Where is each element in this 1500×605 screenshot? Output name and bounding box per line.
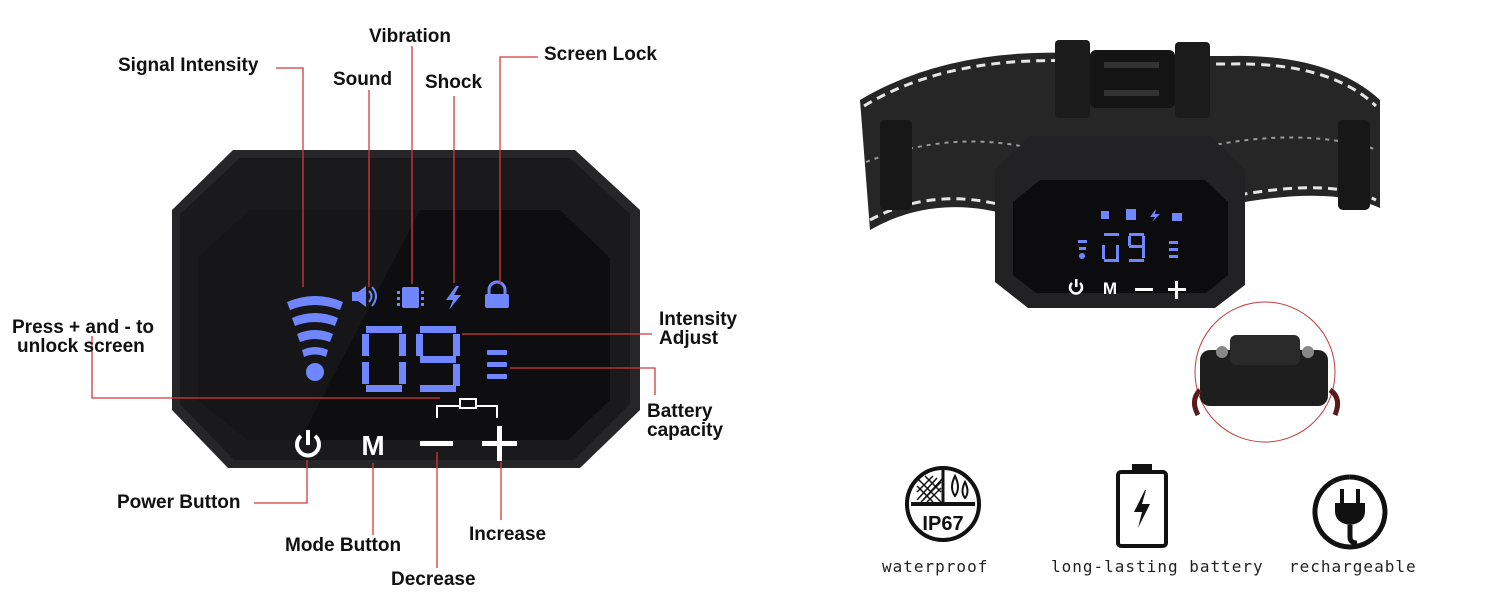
collar-buckle bbox=[1055, 40, 1210, 118]
svg-text:M: M bbox=[1103, 279, 1117, 298]
lock-icon bbox=[485, 280, 509, 308]
strap-keeper-right bbox=[1338, 120, 1370, 210]
long-lasting-battery-label: long-lasting battery bbox=[1051, 557, 1264, 576]
device-body bbox=[172, 150, 640, 468]
mode-button[interactable]: M bbox=[361, 430, 384, 461]
shock-icon bbox=[446, 286, 461, 310]
vibration-label: Vibration bbox=[369, 26, 451, 47]
screen-lock-label: Screen Lock bbox=[544, 44, 657, 65]
receiver-bottom-detail bbox=[1192, 301, 1341, 443]
waterproof-icon: IP67 bbox=[905, 466, 981, 542]
signal-icon bbox=[287, 296, 343, 381]
sound-icon bbox=[352, 286, 377, 307]
sound-label: Sound bbox=[333, 69, 393, 90]
decrease-button[interactable] bbox=[420, 441, 453, 446]
press-unlock-label-line2: unlock screen bbox=[17, 336, 145, 357]
unlock-combo-icon bbox=[436, 398, 498, 418]
battery-capacity-label-line2: capacity bbox=[647, 420, 724, 441]
vibration-icon bbox=[397, 287, 424, 308]
collar-image: M bbox=[860, 40, 1380, 443]
shock-label: Shock bbox=[425, 72, 483, 93]
device-diagram: M bbox=[91, 46, 656, 568]
power-button[interactable] bbox=[295, 430, 321, 458]
battery-bars bbox=[487, 350, 507, 379]
decrease-label: Decrease bbox=[391, 569, 476, 590]
press-unlock-label-line1: Press + and - to bbox=[12, 317, 155, 338]
intensity-adjust-label-line2: Adjust bbox=[659, 328, 719, 349]
intensity-adjust-label-line1: Intensity bbox=[659, 309, 738, 330]
mode-button-label: Mode Button bbox=[285, 535, 402, 556]
waterproof-badge-text: IP67 bbox=[922, 513, 963, 535]
signal-intensity-label: Signal Intensity bbox=[118, 55, 259, 76]
plug-icon bbox=[1312, 474, 1388, 550]
battery-capacity-label-line1: Battery bbox=[647, 401, 713, 422]
callout-lines bbox=[91, 46, 656, 568]
increase-label: Increase bbox=[469, 524, 547, 545]
waterproof-label: waterproof bbox=[882, 557, 989, 576]
increase-button[interactable] bbox=[482, 426, 517, 461]
strap-keeper-left bbox=[880, 120, 912, 210]
collar-receiver: M bbox=[995, 136, 1245, 308]
intensity-digits bbox=[362, 326, 460, 392]
rechargeable-label: rechargeable bbox=[1289, 557, 1417, 576]
battery-icon bbox=[1116, 464, 1168, 548]
power-button-label: Power Button bbox=[117, 492, 241, 513]
